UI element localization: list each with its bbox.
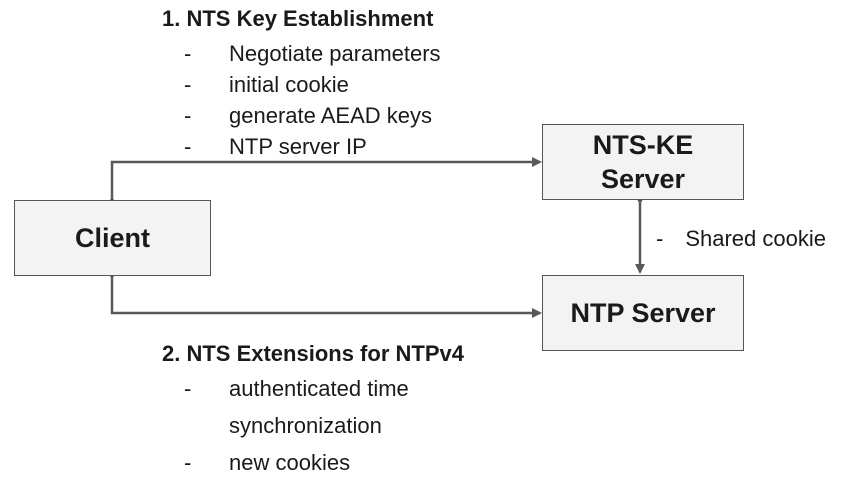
- phase1-item-server-ip: NTP server IP: [229, 134, 367, 159]
- list-item: - Negotiate parameters: [162, 38, 441, 69]
- phase2-item-auth-line1: authenticated time: [229, 376, 409, 401]
- phase1-item-aead: generate AEAD keys: [229, 103, 433, 128]
- list-item: - generate AEAD keys: [162, 100, 441, 131]
- list-item: - NTP server IP: [162, 131, 441, 162]
- ntp-server-node: NTP Server: [542, 275, 744, 351]
- client-node: Client: [14, 200, 211, 276]
- ntske-label-line2: Server: [600, 164, 686, 194]
- list-item: - authenticated time synchronization: [162, 370, 409, 444]
- arrow-client-ntske: [107, 157, 542, 206]
- phase2-list: - authenticated time synchronization - ne…: [162, 370, 409, 481]
- phase1-item-negotiate: Negotiate parameters: [229, 41, 441, 66]
- bullet-dash: -: [184, 134, 192, 159]
- phase1-title: 1. NTS Key Establishment: [162, 6, 434, 31]
- phase2-item-auth-line2: synchronization: [229, 413, 382, 438]
- phase1-item-cookie: initial cookie: [229, 72, 349, 97]
- list-item: - initial cookie: [162, 69, 441, 100]
- phase1-list: - Negotiate parameters - initial cookie - g…: [162, 38, 441, 162]
- bullet-dash: -: [184, 72, 192, 97]
- phase2-title: 2. NTS Extensions for NTPv4: [162, 341, 464, 366]
- shared-cookie-label: -Shared cookie: [656, 226, 826, 252]
- bullet-dash: -: [184, 103, 192, 128]
- bullet-dash: -: [184, 41, 192, 66]
- phase2-item-new-cookies: new cookies: [229, 450, 351, 475]
- ntske-server-node: NTS-KE Server: [542, 124, 744, 200]
- bullet-dash: -: [184, 376, 192, 401]
- client-label: Client: [74, 223, 150, 253]
- bullet-dash: -: [184, 450, 192, 475]
- shared-cookie-text: Shared cookie: [685, 226, 826, 251]
- list-item: - new cookies: [162, 444, 409, 481]
- bullet-dash: -: [656, 226, 664, 251]
- ntp-label: NTP Server: [570, 298, 716, 328]
- arrow-client-ntp: [107, 270, 542, 318]
- ntske-label-line1: NTS-KE: [592, 130, 694, 160]
